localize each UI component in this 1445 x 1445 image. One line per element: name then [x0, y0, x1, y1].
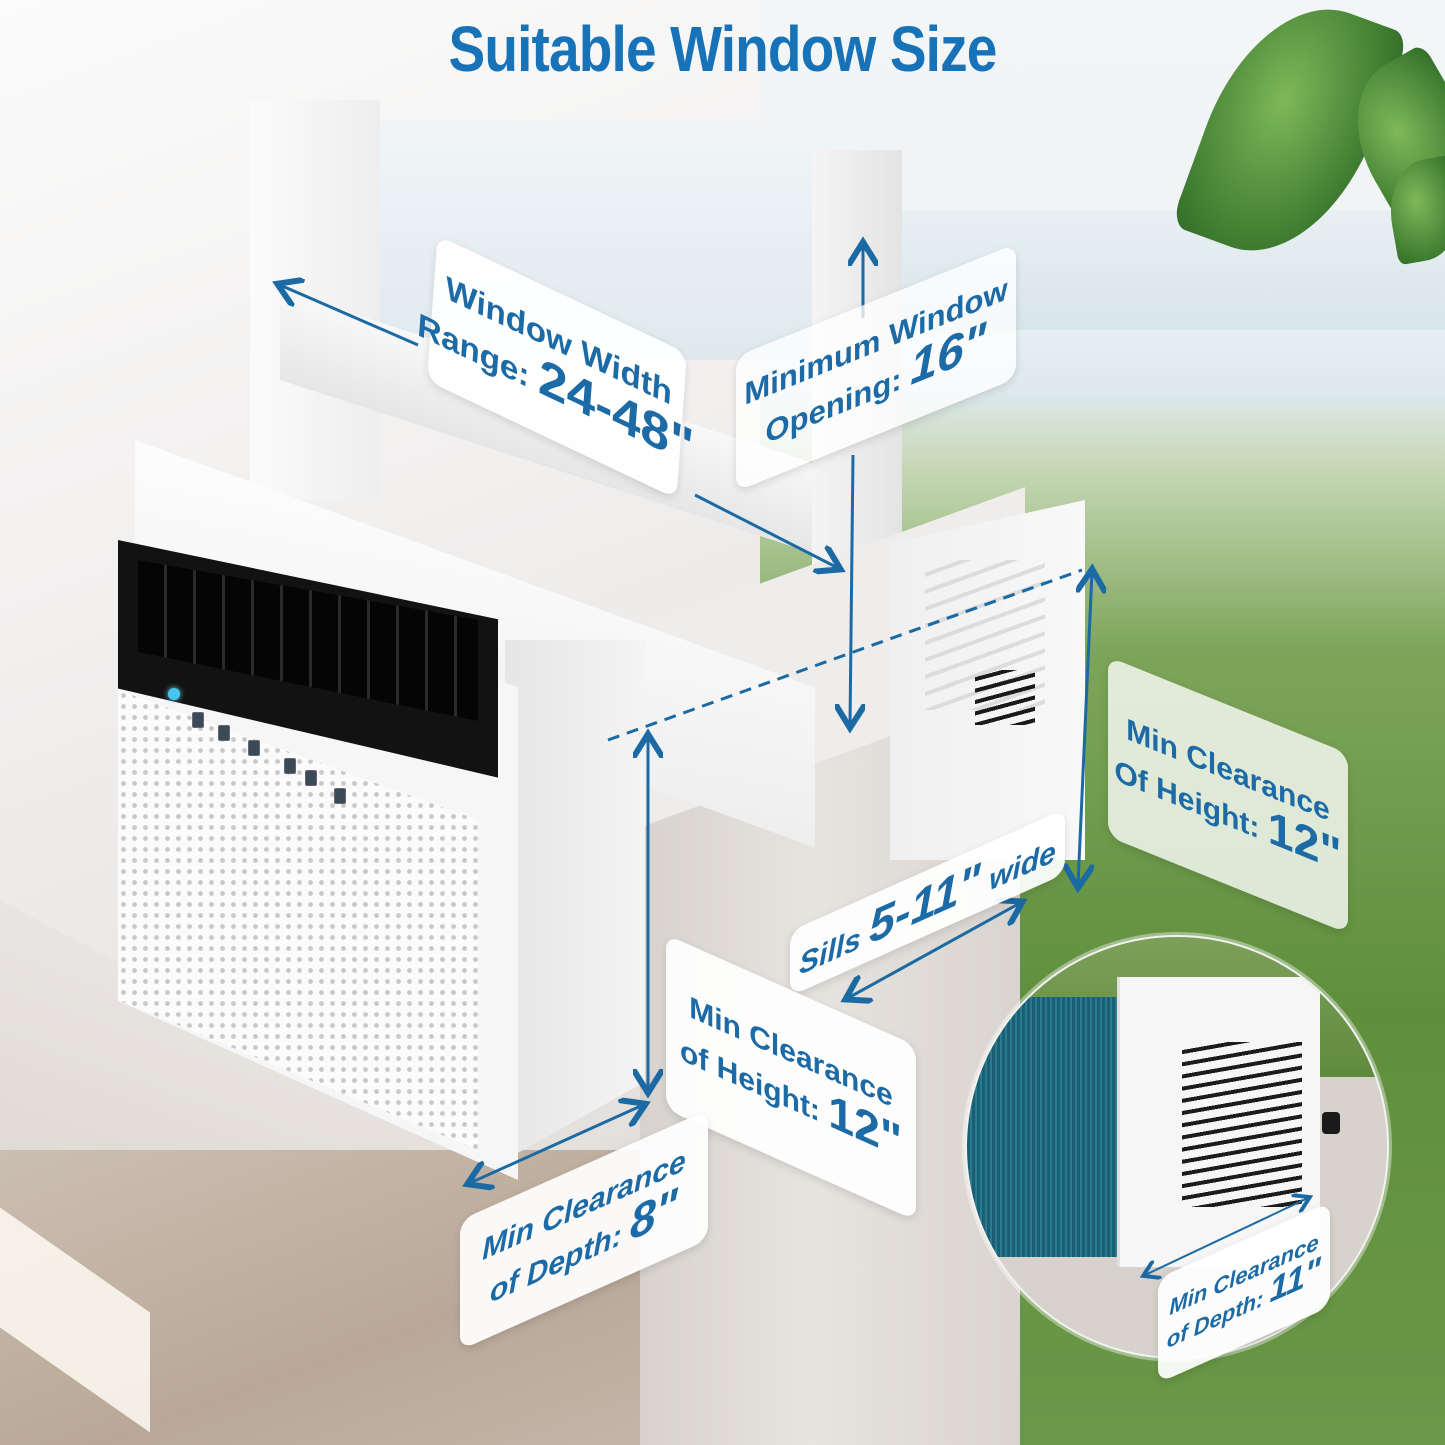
outdoor-vent-slots — [1182, 1042, 1302, 1207]
drain-knob — [1322, 1112, 1340, 1134]
temp-up-button-icon — [284, 758, 296, 774]
sleep-button-icon — [334, 788, 346, 804]
ac-side-panel — [505, 640, 645, 1160]
power-button-icon — [168, 688, 180, 700]
fan-button-icon — [218, 725, 230, 741]
mode-button-icon — [192, 712, 204, 728]
timer-button-icon — [305, 770, 317, 786]
window-frame — [250, 100, 380, 500]
condenser-coil — [967, 997, 1117, 1257]
page-title: Suitable Window Size — [448, 13, 997, 85]
ac-outdoor-vent-slots — [975, 670, 1035, 725]
temp-down-button-icon — [248, 740, 260, 756]
